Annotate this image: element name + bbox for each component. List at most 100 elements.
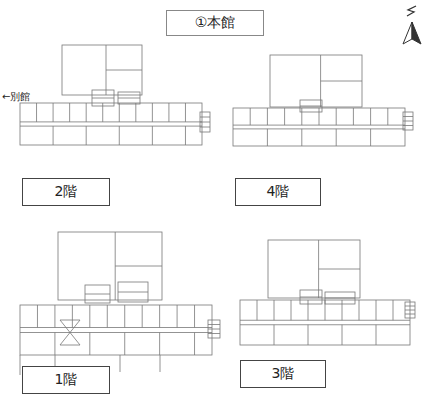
room-wall	[250, 108, 251, 125]
room-wall	[54, 333, 55, 356]
room-wall	[185, 126, 186, 145]
room-wall	[291, 300, 292, 320]
wing-outline	[20, 103, 202, 145]
hall-block	[270, 55, 362, 107]
corridor-line	[20, 327, 212, 328]
room-wall	[257, 300, 258, 320]
room-wall	[185, 103, 186, 122]
core-room	[92, 90, 114, 106]
corridor-line	[20, 332, 212, 333]
room-wall	[72, 305, 73, 328]
room-wall	[119, 126, 120, 145]
room-wall	[359, 300, 360, 320]
room-wall	[159, 305, 160, 328]
room-wall	[142, 305, 143, 328]
corridor-line	[20, 126, 202, 127]
floor-label: 4階	[267, 183, 290, 201]
room-wall	[267, 129, 268, 146]
stair-step	[208, 329, 220, 330]
hall-block	[62, 45, 142, 95]
room-wall	[342, 300, 343, 320]
room-wall	[89, 305, 90, 328]
stair-step	[405, 306, 415, 307]
floor-label: 1階	[55, 371, 78, 389]
core-room	[118, 92, 140, 104]
room-wall	[135, 103, 136, 122]
room-wall	[69, 103, 70, 122]
stair	[403, 112, 413, 130]
hall-wall	[106, 70, 142, 71]
room-wall	[177, 305, 178, 328]
room-wall	[107, 305, 108, 328]
stair-step	[200, 117, 210, 118]
room-wall	[274, 325, 275, 345]
stair-step	[208, 324, 220, 325]
stair-step	[208, 333, 220, 334]
room-wall	[159, 333, 160, 356]
floor-label-box: 3階	[240, 360, 326, 388]
room-wall	[168, 103, 169, 122]
core-room	[300, 290, 322, 304]
stair-step	[405, 310, 415, 311]
north-mark	[407, 6, 416, 16]
core-wall	[118, 98, 140, 99]
hall-wall	[115, 266, 162, 267]
wing-outline	[20, 305, 212, 355]
room-wall	[37, 305, 38, 328]
room-wall	[86, 103, 87, 122]
room-wall	[53, 103, 54, 122]
core-wall	[85, 294, 110, 295]
stair	[200, 112, 210, 132]
room-wall	[301, 108, 302, 125]
stair	[405, 302, 415, 318]
room-wall	[274, 300, 275, 320]
north-arrow	[403, 6, 421, 44]
title-box: ①本館	[166, 10, 264, 36]
corridor-line	[233, 128, 405, 129]
core-room	[300, 100, 322, 112]
room-wall	[393, 300, 394, 320]
core-wall	[325, 298, 355, 299]
room-wall	[336, 129, 337, 146]
floor-label: 3階	[272, 365, 295, 383]
floor-label-box: 1階	[22, 366, 110, 394]
room-wall	[387, 108, 388, 125]
room-wall	[119, 103, 120, 122]
room-wall	[194, 305, 195, 328]
stair-step	[200, 122, 210, 123]
room-wall	[370, 129, 371, 146]
core-wall	[300, 297, 322, 298]
room-wall	[376, 325, 377, 345]
hall-block	[268, 240, 360, 298]
stair-step	[403, 121, 413, 122]
room-wall	[376, 300, 377, 320]
floor-plan	[20, 232, 220, 375]
north-arrow-half	[412, 22, 421, 44]
room-wall	[267, 108, 268, 125]
corridor-line	[20, 121, 202, 122]
room-wall	[124, 333, 125, 356]
room-wall	[284, 108, 285, 125]
hourglass-symbol	[60, 320, 80, 345]
stair-step	[405, 314, 415, 315]
room-wall	[36, 103, 37, 122]
room-wall	[342, 325, 343, 345]
corridor-line	[240, 324, 410, 325]
core-wall	[118, 292, 148, 293]
hall-wall	[319, 269, 360, 270]
core-room	[118, 282, 148, 302]
core-wall	[300, 106, 322, 107]
room-wall	[308, 300, 309, 320]
floor-label-box: 2階	[22, 178, 110, 206]
floor-plan	[240, 240, 415, 345]
room-wall	[319, 108, 320, 125]
room-wall	[194, 333, 195, 356]
stair	[208, 320, 220, 338]
core-wall	[92, 98, 114, 99]
wing-outline	[240, 300, 410, 345]
room-wall	[124, 305, 125, 328]
room-wall	[336, 108, 337, 125]
room-wall	[152, 126, 153, 145]
floor-plan	[233, 55, 413, 146]
room-wall	[86, 126, 87, 145]
